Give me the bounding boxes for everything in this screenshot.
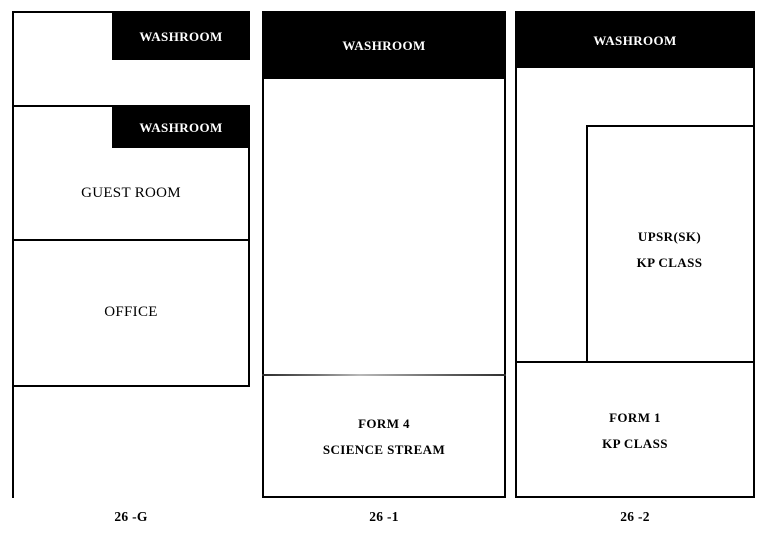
room-washroom: WASHROOM: [264, 13, 504, 79]
room-label-classroom-line2: SCIENCE STREAM: [322, 442, 446, 457]
room-label-office: OFFICE: [104, 303, 158, 320]
upsr-left-border: [586, 125, 588, 363]
room-label-washroom-upper: WASHROOM: [139, 28, 223, 44]
room-label-washroom-lower: WASHROOM: [139, 119, 223, 135]
room-label-washroom: WASHROOM: [593, 32, 677, 48]
room-office: OFFICE: [14, 239, 248, 385]
room-open-area-top: [14, 60, 250, 105]
divider-upsr-classroom: [515, 361, 755, 363]
room-washroom: WASHROOM: [517, 13, 753, 68]
room-open-area: [264, 79, 504, 374]
room-washroom-upper: WASHROOM: [112, 13, 250, 60]
divider-office-bottom: [12, 385, 250, 387]
room-upsr: UPSR(SK) KP CLASS: [586, 125, 753, 363]
room-guest-room: GUEST ROOM: [14, 148, 248, 239]
room-upsr-label-group: UPSR(SK) KP CLASS: [586, 185, 753, 315]
room-label-classroom-line1: FORM 4: [358, 416, 410, 432]
divider-open-classroom: [262, 374, 506, 376]
block-26-G: WASHROOM WASHROOM GUEST ROOM OFFICE: [12, 11, 250, 498]
room-classroom: FORM 1 KP CLASS: [517, 363, 753, 498]
block-caption-26-1: 26 -1: [369, 509, 399, 524]
divider-top-open-area: [12, 105, 250, 107]
divider-guest-office: [12, 239, 250, 241]
upsr-top-border: [586, 125, 753, 127]
room-label-guest-room: GUEST ROOM: [81, 185, 181, 201]
room-label-washroom: WASHROOM: [342, 38, 426, 54]
block-caption-26-2: 26 -2: [620, 509, 650, 524]
room-label-classroom-line2: KP CLASS: [602, 435, 668, 451]
room-washroom-lower: WASHROOM: [112, 107, 250, 148]
room-label-upsr-line2: KP CLASS: [636, 255, 703, 270]
block-26-2: WASHROOM UPSR(SK) KP CLASS FORM 1 KP CLA…: [515, 11, 755, 498]
room-open-area-bottom: [14, 387, 250, 498]
block-caption-26-G: 26 -G: [114, 509, 148, 524]
room-classroom: FORM 4 SCIENCE STREAM: [264, 376, 504, 498]
block-26-1: WASHROOM FORM 4 SCIENCE STREAM: [262, 11, 506, 498]
room-label-upsr-line1: UPSR(SK): [637, 229, 702, 245]
room-label-classroom-line1: FORM 1: [609, 409, 661, 425]
